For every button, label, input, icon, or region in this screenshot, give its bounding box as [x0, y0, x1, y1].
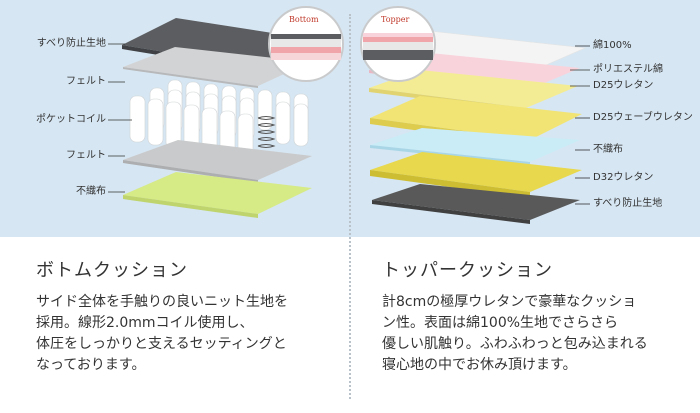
left-label-nonwoven: 不織布 [76, 186, 106, 197]
right-label-d25-wave: D25ウェーブウレタン [593, 112, 693, 123]
topper-desc-line: 寝心地の中でお休み頂けます。 [382, 357, 577, 373]
bottom-desc-line: 採用。線形2.0mmコイル使用し、 [36, 315, 254, 331]
bottom-desc-line: サイド全体を手触りの良いニット生地を [36, 294, 288, 310]
right-label-d25-urethane: D25ウレタン [593, 80, 654, 91]
topper-circle-label: Topper [381, 15, 410, 24]
right-label-polyester: ポリエステル綿 [593, 64, 663, 75]
topper-desc-line: 優しい肌触り。ふわふわっと包み込まれる [382, 336, 648, 352]
column-divider [349, 14, 351, 399]
pocket-coil-block [129, 79, 309, 162]
bottom-desc-line: 体圧をしっかりと支えるセッティングと [36, 336, 287, 352]
layer-d25-urethane [369, 70, 578, 108]
topper-cushion-heading: トッパークッション [382, 260, 553, 281]
bottom-cushion-diagram [108, 6, 344, 218]
layer-nonwoven-blue [370, 128, 580, 162]
layer-illustrations [108, 6, 590, 224]
bottom-detail-circle [268, 6, 344, 82]
layer-felt-top [123, 47, 310, 86]
layer-antislip [372, 184, 580, 220]
right-label-antislip: すべり防止生地 [593, 198, 663, 209]
left-label-pocket-coil: ポケットコイル [36, 114, 106, 125]
topper-cushion-diagram [360, 6, 590, 224]
bottom-cushion-heading: ボトムクッション [36, 260, 188, 281]
layer-nonwoven-green [123, 172, 312, 214]
right-label-d32-urethane: D32ウレタン [593, 172, 654, 183]
layer-d25-wave [370, 96, 582, 140]
topper-desc-line: 計8cmの極厚ウレタンで豪華なクッショ [382, 294, 637, 310]
bottom-cushion-description: サイド全体を手触りの良いニット生地を 採用。線形2.0mmコイル使用し、 体圧を… [36, 292, 288, 376]
topper-detail-circle [360, 6, 436, 82]
left-label-antislip: すべり防止生地 [36, 38, 106, 49]
left-label-felt-bottom: フェルト [66, 150, 106, 161]
bottom-circle-label: Bottom [289, 15, 319, 24]
right-label-cotton: 綿100% [593, 40, 632, 51]
right-label-nonwoven: 不織布 [593, 144, 623, 155]
topper-cushion-description: 計8cmの極厚ウレタンで豪華なクッショ ン性。表面は綿100%生地でさらさら 優… [382, 292, 648, 376]
bottom-desc-line: なっております。 [36, 357, 146, 373]
layer-d32-urethane [370, 152, 582, 192]
layer-felt-bottom [123, 140, 312, 180]
left-label-felt-top: フェルト [66, 76, 106, 87]
topper-desc-line: ン性。表面は綿100%生地でさらさら [382, 315, 619, 331]
